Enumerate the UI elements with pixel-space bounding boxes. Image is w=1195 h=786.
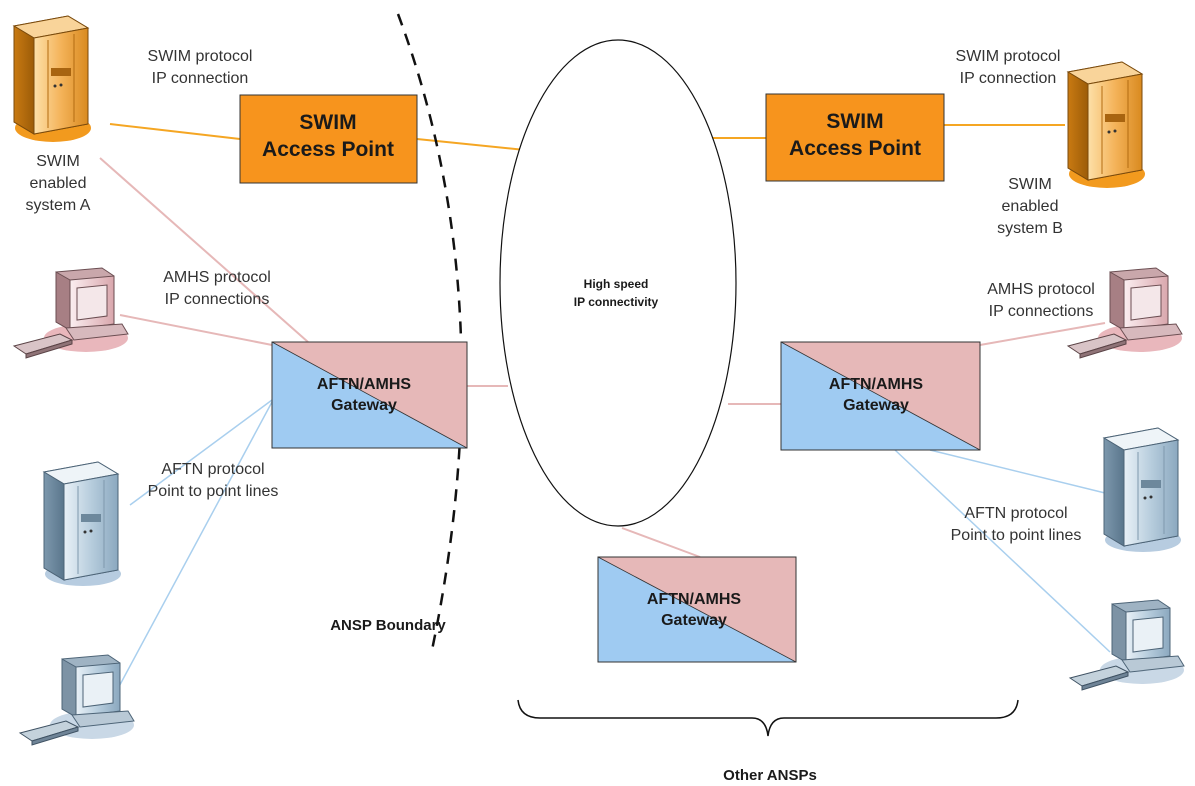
system-b-label-3: system B bbox=[997, 220, 1063, 237]
gateway-left: AFTN/AMHS Gateway bbox=[271, 341, 468, 449]
system-b-label-2: enabled bbox=[1002, 198, 1059, 215]
connection-lines bbox=[99, 123, 1111, 695]
workstation-blue-icon bbox=[1069, 599, 1185, 691]
other-ansps-brace bbox=[517, 699, 1019, 737]
gw-left-line2: Gateway bbox=[331, 397, 397, 414]
gw-left-line1: AFTN/AMHS bbox=[317, 376, 412, 393]
link-gw-right-server-blue bbox=[929, 449, 1106, 494]
swim-ap-left-line1: SWIM bbox=[299, 111, 356, 134]
swim-access-point-right: SWIM Access Point bbox=[765, 93, 945, 182]
workstation-pink-icon bbox=[13, 267, 129, 359]
swim-ap-left-line2: Access Point bbox=[262, 138, 394, 161]
aftn-right-label-2: Point to point lines bbox=[951, 527, 1082, 544]
other-ansps-label: Other ANSPs bbox=[723, 767, 817, 784]
link-swim-ap-left-cloud bbox=[416, 138, 526, 151]
server-orange-icon bbox=[1067, 61, 1146, 189]
link-system-a-swim-ap bbox=[109, 123, 241, 140]
link-ws-pink-gw-left bbox=[119, 314, 273, 346]
swim-ap-right-line2: Access Point bbox=[789, 137, 921, 160]
amhs-left-label-1: AMHS protocol bbox=[163, 269, 271, 286]
server-orange-icon bbox=[13, 15, 92, 143]
link-system-a-gw-left bbox=[99, 157, 309, 343]
server-blue-icon bbox=[43, 461, 122, 587]
system-a-label-2: enabled bbox=[30, 175, 87, 192]
gw-right-line1: AFTN/AMHS bbox=[829, 376, 924, 393]
gw-bottom-line2: Gateway bbox=[661, 612, 727, 629]
gateway-bottom: AFTN/AMHS Gateway bbox=[597, 556, 797, 663]
swim-protocol-left-label: SWIM protocol bbox=[148, 48, 253, 65]
swim-access-point-left: SWIM Access Point bbox=[239, 94, 418, 184]
aftn-left-label-1: AFTN protocol bbox=[161, 461, 264, 478]
high-speed-ip-cloud bbox=[499, 39, 737, 527]
system-a-label-3: system A bbox=[26, 197, 91, 214]
server-blue-icon bbox=[1103, 427, 1182, 553]
swim-protocol-right-label: SWIM protocol bbox=[956, 48, 1061, 65]
cloud-label-1: High speed bbox=[584, 277, 649, 291]
ansp-boundary-line bbox=[396, 13, 463, 651]
amhs-left-label-2: IP connections bbox=[165, 291, 270, 308]
system-a-label-1: SWIM bbox=[36, 153, 80, 170]
aftn-left-label-2: Point to point lines bbox=[148, 483, 279, 500]
amhs-right-label-1: AMHS protocol bbox=[987, 281, 1095, 298]
link-gw-right-ws-pink bbox=[979, 322, 1106, 346]
ansp-boundary-label: ANSP Boundary bbox=[330, 617, 446, 634]
cloud-label-2: IP connectivity bbox=[574, 295, 659, 309]
link-gw-left-server-blue bbox=[129, 399, 273, 506]
link-cloud-gw-bottom bbox=[621, 527, 701, 558]
ip-connection-left-label: IP connection bbox=[152, 70, 249, 87]
gw-right-line2: Gateway bbox=[843, 397, 909, 414]
link-gw-right-ws-blue bbox=[894, 449, 1111, 653]
amhs-right-label-2: IP connections bbox=[989, 303, 1094, 320]
link-gw-left-ws-blue bbox=[114, 401, 273, 695]
system-b-label-1: SWIM bbox=[1008, 176, 1052, 193]
ip-connection-right-label: IP connection bbox=[960, 70, 1057, 87]
workstation-blue-icon bbox=[19, 654, 135, 746]
swim-ap-right-line1: SWIM bbox=[826, 110, 883, 133]
gateway-right: AFTN/AMHS Gateway bbox=[780, 341, 981, 451]
gw-bottom-line1: AFTN/AMHS bbox=[647, 591, 742, 608]
aftn-right-label-1: AFTN protocol bbox=[964, 505, 1067, 522]
